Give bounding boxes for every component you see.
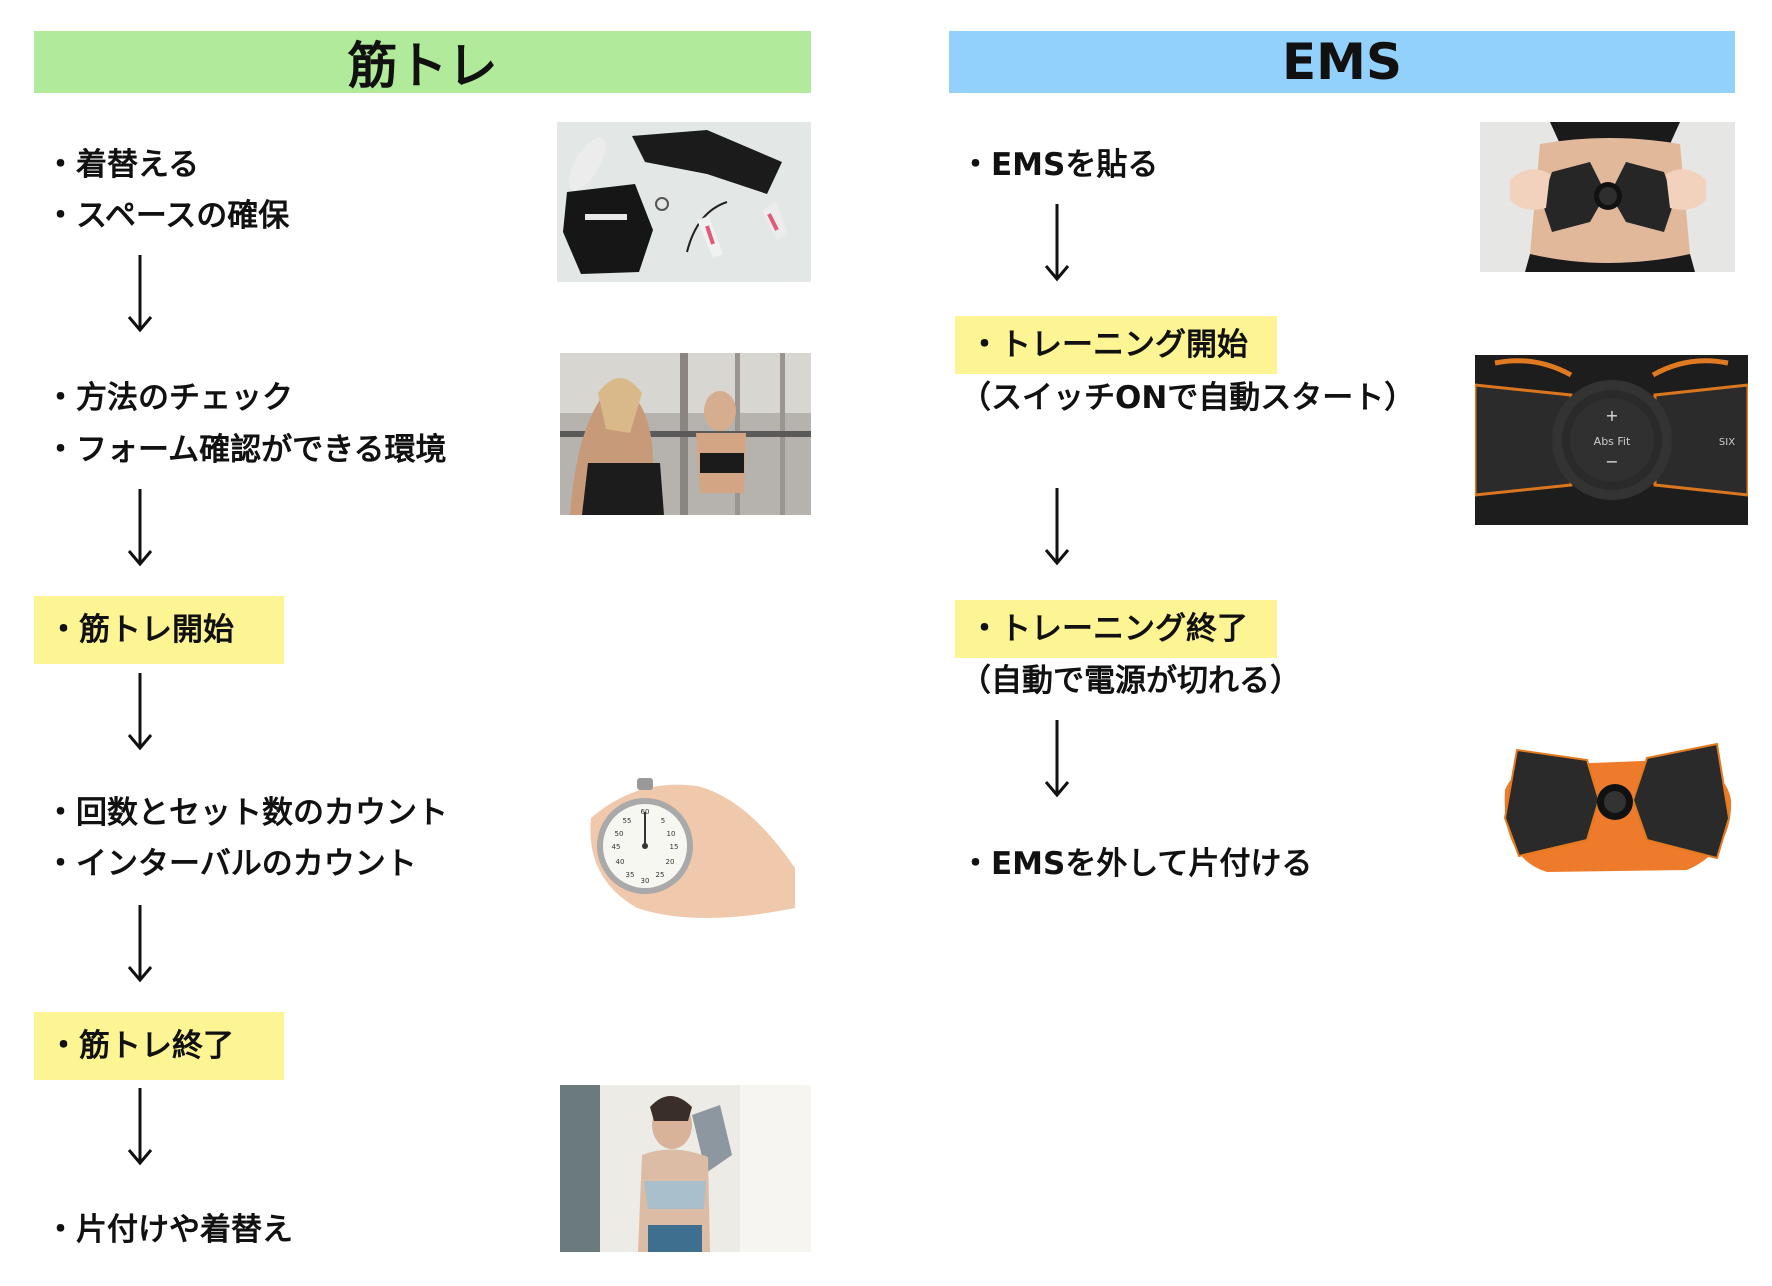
step-end-training: ・筋トレ終了 — [34, 1012, 284, 1080]
step-cleanup-change: ・片付けや着替え — [45, 1212, 293, 1248]
arrow-down-icon — [127, 673, 153, 751]
arrow-down-icon — [127, 489, 153, 567]
step-remove-ems: ・EMSを外して片付ける — [960, 846, 1313, 882]
arrow-down-icon — [127, 255, 153, 333]
step-attach-ems: ・EMSを貼る — [960, 147, 1159, 183]
step-count-reps: ・回数とセット数のカウント — [45, 795, 448, 831]
stopwatch-numeral: 60 — [641, 808, 650, 816]
step-check-method: ・方法のチェック — [45, 380, 293, 416]
step-secure-space: ・スペースの確保 — [45, 198, 290, 234]
arrow-down-icon — [127, 1088, 153, 1166]
step-change-clothes: ・着替える — [45, 147, 200, 183]
stopwatch-numeral: 45 — [612, 843, 621, 851]
note-auto-power-off: （自動で電源が切れる） — [960, 663, 1301, 699]
stopwatch-numeral: 35 — [626, 871, 635, 879]
stopwatch-numeral: 55 — [623, 817, 632, 825]
photo-ems-pad — [1487, 730, 1742, 886]
photo-workout-gear — [557, 122, 811, 282]
arrow-down-icon — [127, 905, 153, 983]
stopwatch-numeral: 25 — [656, 871, 665, 879]
device-plus-label: + — [1605, 406, 1618, 425]
photo-barbell-mirror — [560, 353, 811, 515]
header-ems: EMS — [949, 31, 1735, 93]
photo-woman-towel — [560, 1085, 811, 1252]
stopwatch-numeral: 15 — [670, 843, 679, 851]
device-side-label: SIX — [1719, 437, 1735, 448]
arrow-down-icon — [1044, 720, 1070, 798]
photo-ems-on-abs — [1480, 122, 1735, 272]
photo-ems-controller: + Abs Fit − SIX — [1475, 355, 1748, 525]
note-auto-start: （スイッチONで自動スタート） — [960, 380, 1416, 416]
step-start-ems-training: ・トレーニング開始 — [955, 316, 1277, 374]
device-minus-label: − — [1605, 452, 1618, 471]
step-count-interval: ・インターバルのカウント — [45, 846, 417, 882]
step-start-training: ・筋トレ開始 — [34, 596, 284, 664]
stopwatch-numeral: 50 — [615, 830, 624, 838]
arrow-down-icon — [1044, 204, 1070, 282]
stopwatch-numeral: 10 — [667, 830, 676, 838]
stopwatch-numeral: 20 — [666, 858, 675, 866]
stopwatch-numeral: 5 — [661, 817, 665, 825]
header-kintore: 筋トレ — [34, 31, 811, 95]
step-form-environment: ・フォーム確認ができる環境 — [45, 432, 447, 468]
device-brand-label: Abs Fit — [1594, 435, 1631, 448]
photo-stopwatch-hand: 60 15 30 45 5 10 20 25 35 40 50 55 — [577, 758, 795, 928]
stopwatch-numeral: 40 — [616, 858, 625, 866]
step-end-ems-training: ・トレーニング終了 — [955, 600, 1277, 658]
stopwatch-numeral: 30 — [641, 877, 650, 885]
arrow-down-icon — [1044, 488, 1070, 566]
